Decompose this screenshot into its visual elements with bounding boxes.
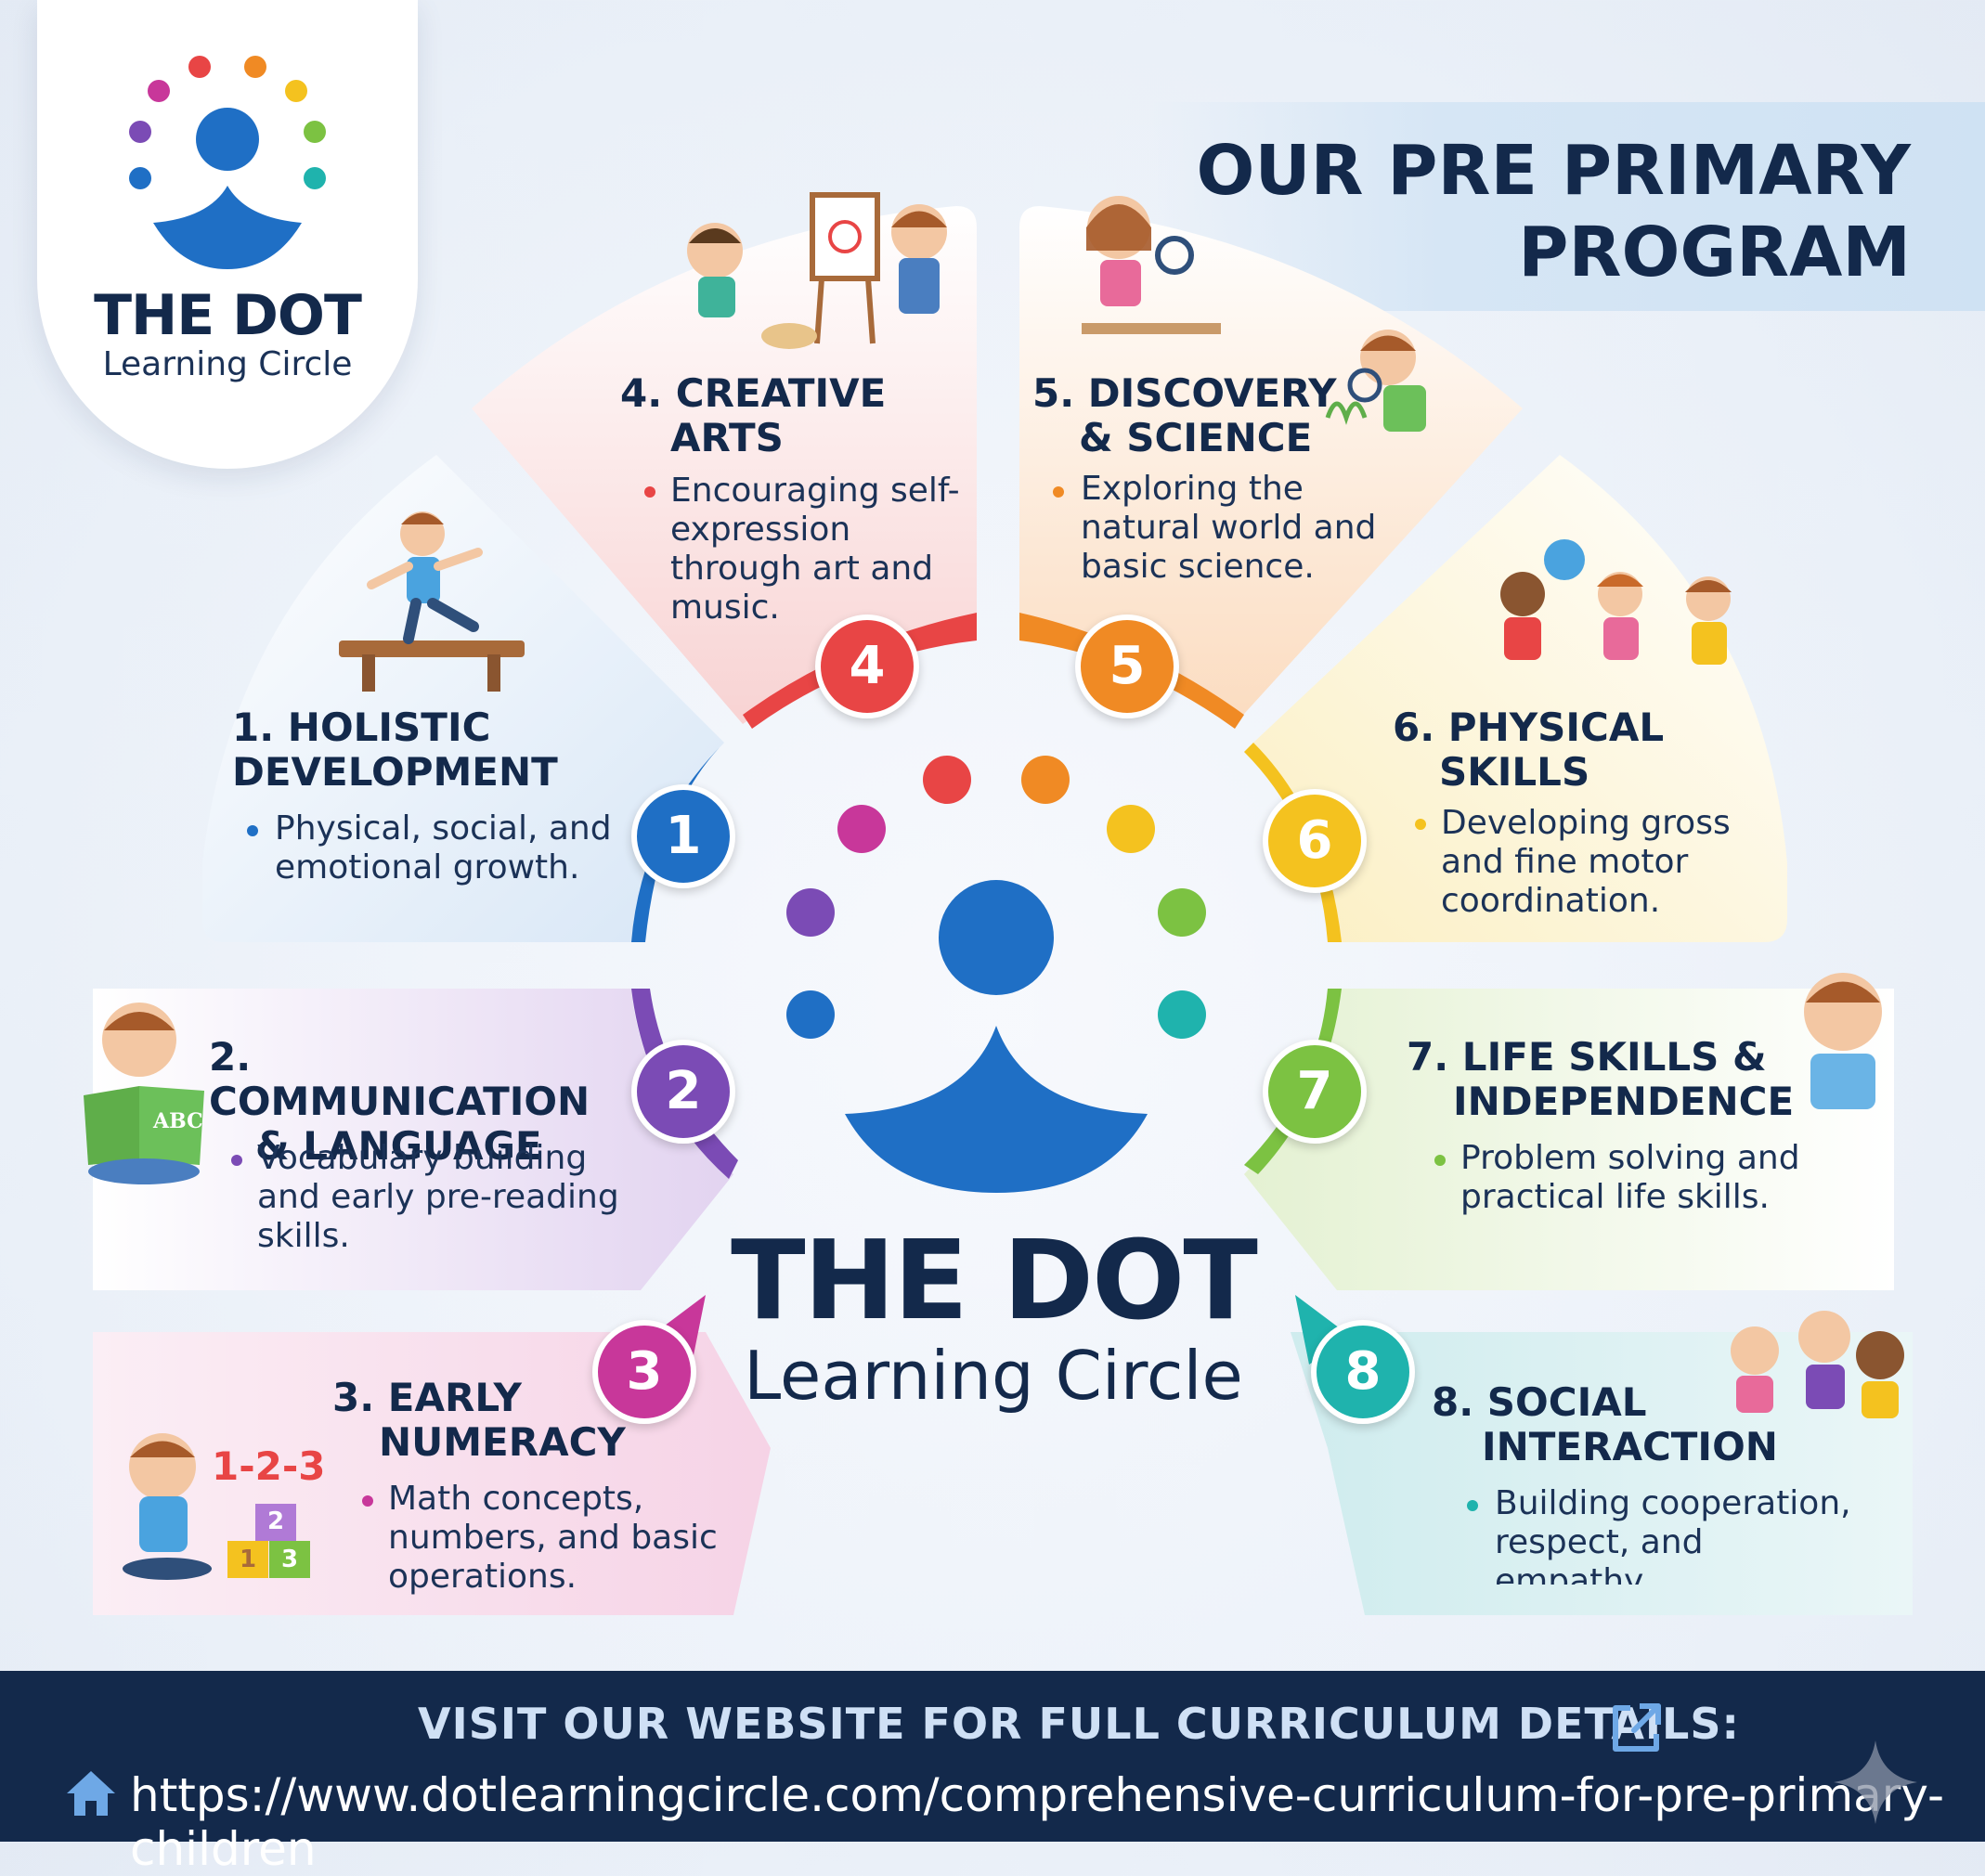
title-banner: OUR PRE PRIMARY PROGRAM bbox=[1149, 102, 1985, 311]
bullet-dot bbox=[1467, 1500, 1478, 1511]
bullet-dot bbox=[1053, 486, 1064, 498]
sparkle-icon bbox=[1834, 1740, 1917, 1824]
badge-1: 1 bbox=[631, 784, 735, 888]
page-title: OUR PRE PRIMARY PROGRAM bbox=[1197, 130, 1911, 293]
brand-logo-card: THE DOT Learning Circle bbox=[37, 0, 418, 469]
badge-7: 7 bbox=[1263, 1040, 1367, 1144]
footer: VISIT OUR WEBSITE FOR FULL CURRICULUM DE… bbox=[0, 1671, 1985, 1876]
book-label: ABC bbox=[153, 1109, 203, 1133]
numbers-label: 1-2-3 bbox=[212, 1443, 326, 1489]
center-brand-name: THE DOT bbox=[731, 1216, 1258, 1344]
brand-name: THE DOT bbox=[94, 283, 362, 348]
footer-cta: VISIT OUR WEBSITE FOR FULL CURRICULUM DE… bbox=[418, 1699, 1740, 1749]
program-5-title: 5. DISCOVERY& SCIENCE bbox=[1032, 371, 1337, 460]
block-3-label: 3 bbox=[281, 1546, 299, 1573]
center-dot-logo-icon bbox=[786, 756, 1206, 1193]
block-2-label: 2 bbox=[267, 1507, 285, 1535]
reading-child-illustration bbox=[84, 1003, 204, 1184]
program-card-7: 7. LIFE SKILLS &INDEPENDENCE Problem sol… bbox=[1407, 1035, 1806, 1239]
badge-8: 8 bbox=[1311, 1320, 1415, 1424]
bullet-dot bbox=[644, 486, 655, 498]
numbers-child-illustration bbox=[123, 1433, 310, 1580]
life-skills-illustration bbox=[1804, 973, 1882, 1109]
block-1-label: 1 bbox=[240, 1546, 257, 1573]
home-icon bbox=[67, 1771, 115, 1816]
dot-logo-icon bbox=[129, 56, 326, 269]
badge-5: 5 bbox=[1075, 615, 1179, 718]
program-2-title: 2. COMMUNICATION& LANGUAGE bbox=[209, 1035, 590, 1169]
card-6-shape bbox=[1253, 455, 1787, 942]
creative-arts-illustration bbox=[687, 192, 947, 349]
balance-beam-illustration bbox=[339, 511, 525, 692]
discovery-science-illustration bbox=[1082, 196, 1426, 432]
bullet-dot bbox=[1415, 819, 1426, 830]
bullet-dot bbox=[247, 825, 258, 836]
card-7-shape bbox=[1244, 989, 1894, 1290]
bullet-dot bbox=[362, 1495, 373, 1507]
page-title-line2: PROGRAM bbox=[1518, 213, 1911, 292]
card-4-shape bbox=[472, 206, 977, 724]
badge-2: 2 bbox=[631, 1040, 735, 1144]
program-7-title: 7. LIFE SKILLS &INDEPENDENCE bbox=[1407, 1035, 1795, 1124]
program-8-desc: Building cooperation,respect, and empath… bbox=[1495, 1484, 1851, 1585]
website-link[interactable]: https://www.dotlearningcircle.com/compre… bbox=[130, 1768, 1945, 1876]
badge-4: 4 bbox=[815, 615, 919, 718]
social-interaction-illustration bbox=[1731, 1311, 1904, 1418]
external-link-icon[interactable] bbox=[1606, 1699, 1666, 1758]
badge-3: 3 bbox=[592, 1320, 696, 1424]
badge-6: 6 bbox=[1263, 789, 1367, 893]
card-1-shape bbox=[202, 455, 724, 942]
bullet-dot bbox=[1434, 1155, 1446, 1166]
center-brand-tagline: Learning Circle bbox=[744, 1337, 1243, 1415]
program-card-2: 2. COMMUNICATION& LANGUAGE Vocabulary bu… bbox=[209, 1035, 636, 1267]
brand-tagline: Learning Circle bbox=[102, 345, 353, 383]
physical-skills-illustration bbox=[1500, 539, 1732, 665]
card-2-shape bbox=[93, 989, 733, 1290]
bullet-dot bbox=[231, 1155, 242, 1166]
page-title-line1: OUR PRE PRIMARY bbox=[1196, 131, 1911, 211]
